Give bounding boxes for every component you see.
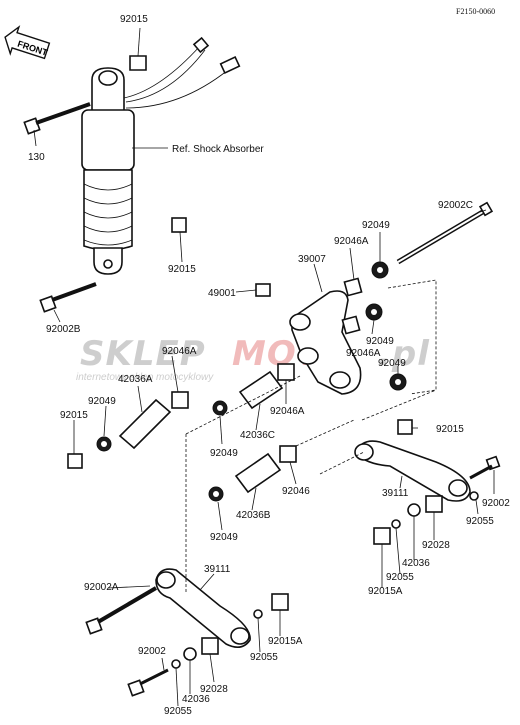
callout-92002B: 92002B bbox=[46, 324, 81, 335]
callout-92055-bottom: 92055 bbox=[250, 652, 278, 663]
callout-42036-right: 42036 bbox=[402, 558, 430, 569]
callout-92002C: 92002C bbox=[438, 200, 473, 211]
callout-92015-left: 92015 bbox=[60, 410, 88, 421]
callout-42036C: 42036C bbox=[240, 430, 275, 441]
watermark-subtitle: internetowy sklep motocyklowy bbox=[76, 372, 214, 383]
left-bushing-stack-drawing bbox=[67, 391, 189, 469]
callout-labels: 92015 130 Ref. Shock Absorber 92015 9200… bbox=[28, 14, 510, 717]
front-arrow-icon: FRONT bbox=[4, 25, 51, 60]
callout-92002-bottom: 92002 bbox=[138, 646, 166, 657]
callout-92015A-right: 92015A bbox=[368, 586, 403, 597]
callout-92028-bottom: 92028 bbox=[200, 684, 228, 695]
bolt-92002C-drawing bbox=[396, 201, 494, 265]
callout-130: 130 bbox=[28, 152, 45, 163]
callout-92046A-b: 92046A bbox=[346, 348, 381, 359]
callout-92049-e: 92049 bbox=[210, 448, 238, 459]
callout-39111-right: 39111 bbox=[382, 488, 409, 499]
callout-92049-a: 92049 bbox=[362, 220, 390, 231]
callout-39111-bottom: 39111 bbox=[204, 564, 231, 575]
callout-92046A-a: 92046A bbox=[334, 236, 369, 247]
watermark-brand-c: .pl bbox=[378, 334, 430, 374]
callout-92049-c: 92049 bbox=[378, 358, 406, 369]
right-tie-rod-drawing bbox=[354, 419, 501, 545]
callout-92049-f: 92049 bbox=[210, 532, 238, 543]
callout-92002-right: 92002 bbox=[482, 498, 510, 509]
callout-42036B: 42036B bbox=[236, 510, 271, 521]
callout-92028-right: 92028 bbox=[422, 540, 450, 551]
leader-lines bbox=[33, 27, 495, 707]
callout-92055-bottom-2: 92055 bbox=[164, 706, 192, 717]
callout-92015-top: 92015 bbox=[120, 14, 148, 25]
callout-42036A: 42036A bbox=[118, 374, 153, 385]
callout-49001: 49001 bbox=[208, 288, 236, 299]
shock-absorber-drawing bbox=[23, 36, 241, 313]
bottom-tie-rod-drawing bbox=[85, 568, 289, 697]
callout-92049-d: 92049 bbox=[88, 396, 116, 407]
center-bushing-stack-drawing bbox=[208, 363, 297, 502]
callout-92046A-d: 92046A bbox=[270, 406, 305, 417]
callout-ref-shock-absorber: Ref. Shock Absorber bbox=[172, 144, 264, 155]
callout-92046: 92046 bbox=[282, 486, 310, 497]
diagram-code: F2150-0060 bbox=[456, 7, 495, 16]
callout-92002A: 92002A bbox=[84, 582, 119, 593]
callout-42036-bottom: 42036 bbox=[182, 694, 210, 705]
callout-92015A-bottom: 92015A bbox=[268, 636, 303, 647]
callout-92055-right-2: 92055 bbox=[386, 572, 414, 583]
callout-92015-right: 92015 bbox=[436, 424, 464, 435]
rocker-arm-drawing bbox=[255, 261, 407, 395]
callout-92015-mid: 92015 bbox=[168, 264, 196, 275]
callout-92049-b: 92049 bbox=[366, 336, 394, 347]
callout-92055-right: 92055 bbox=[466, 516, 494, 527]
watermark-brand-a: SKLEP bbox=[80, 334, 206, 374]
callout-92046A-c: 92046A bbox=[162, 346, 197, 357]
callout-39007: 39007 bbox=[298, 254, 326, 265]
